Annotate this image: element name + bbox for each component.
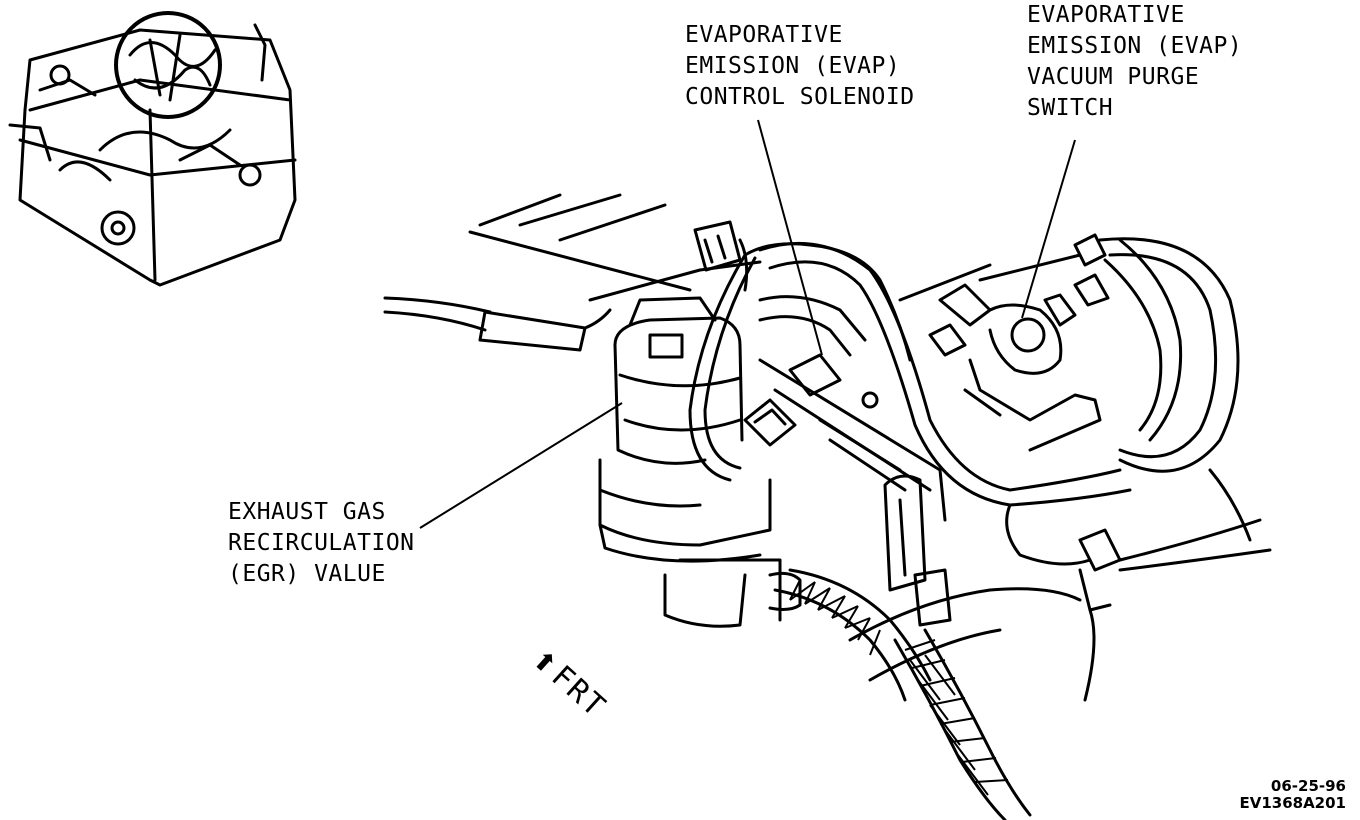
label-line: SWITCH	[1027, 95, 1114, 121]
figure-code: 06-25-96 EV1368A201	[1239, 778, 1346, 812]
label-line: EMISSION (EVAP)	[685, 53, 901, 79]
label-line: EXHAUST GAS	[228, 499, 386, 525]
figure-date: 06-25-96	[1270, 777, 1346, 795]
label-line: EVAPORATIVE	[685, 22, 843, 48]
label-evap-control-solenoid: EVAPORATIVE EMISSION (EVAP) CONTROL SOLE…	[685, 20, 915, 113]
engine-locator-icon	[8, 11, 297, 287]
leader-line-evap-purge-switch	[1021, 139, 1076, 319]
label-evap-vacuum-purge-switch: EVAPORATIVE EMISSION (EVAP) VACUUM PURGE…	[1027, 0, 1242, 124]
leader-line-egr-valve	[419, 402, 623, 529]
label-line: (EGR) VALUE	[228, 561, 386, 587]
figure-id: EV1368A201	[1239, 794, 1346, 812]
label-line: VACUUM PURGE	[1027, 64, 1200, 90]
leader-line-evap-solenoid	[757, 119, 823, 356]
label-line: CONTROL SOLENOID	[685, 84, 915, 110]
label-line: EMISSION (EVAP)	[1027, 33, 1243, 59]
label-line: RECIRCULATION	[228, 530, 415, 556]
label-egr-valve: EXHAUST GAS RECIRCULATION (EGR) VALUE	[228, 497, 415, 590]
label-line: EVAPORATIVE	[1027, 2, 1185, 28]
